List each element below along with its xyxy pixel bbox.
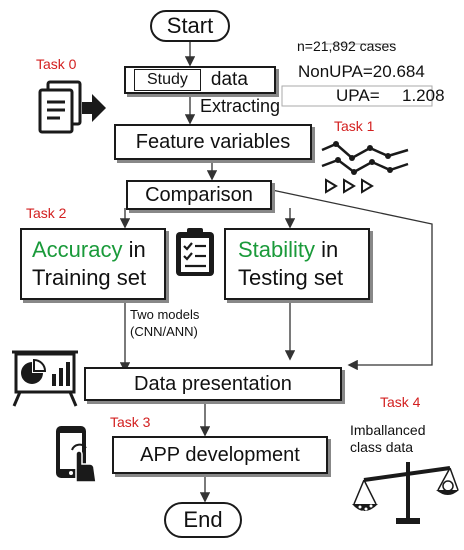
data-presentation-box: Data presentation	[84, 367, 342, 401]
end-node: End	[164, 502, 242, 538]
clipboard-checklist-icon	[176, 228, 214, 276]
end-label: End	[183, 507, 223, 532]
stability-in: in	[315, 237, 339, 262]
two-models-note: Two models (CNN/ANN)	[130, 306, 199, 340]
task-0-label: Task 0	[36, 56, 77, 72]
app-development-box: APP development	[112, 436, 328, 474]
stats-bracket	[281, 85, 433, 107]
start-label: Start	[166, 13, 214, 38]
training-set-label: Training set	[32, 265, 147, 290]
task-3-label: Task 3	[110, 414, 151, 430]
balance-scale-icon	[352, 462, 459, 524]
study-label: Study	[134, 69, 201, 91]
imbalance-line2: class data	[350, 439, 414, 455]
line-graph-arrows-icon	[321, 141, 409, 194]
presentation-board-icon	[12, 350, 78, 407]
feature-label: Feature variables	[135, 130, 291, 153]
study-data-box: Study data	[124, 66, 276, 94]
accuracy-word: Accuracy	[32, 237, 123, 262]
start-node: Start	[150, 10, 230, 42]
stats-n: n=21,892 cases	[297, 38, 397, 54]
arrow-comparison-bypass	[271, 189, 433, 371]
extracting-label: Extracting	[200, 96, 281, 116]
accuracy-training-box: Accuracy in Training set	[20, 228, 166, 300]
stability-word: Stability	[238, 237, 316, 262]
two-models-line1: Two models	[130, 307, 200, 322]
task-1-label: Task 1	[334, 118, 375, 134]
task-4-label: Task 4	[380, 394, 421, 410]
stability-testing-box: Stability in Testing set	[224, 228, 370, 300]
comparison-label: Comparison	[145, 183, 253, 206]
stats-upa-label: UPA=	[336, 86, 380, 105]
imbalance-line1: Imballanced	[350, 422, 426, 438]
feature-variables-box: Feature variables	[114, 124, 312, 160]
data-label: data	[210, 69, 248, 90]
testing-set-label: Testing set	[238, 265, 344, 290]
stats-upa-value: 1.208	[402, 86, 445, 105]
presentation-label: Data presentation	[134, 372, 292, 395]
task-2-label: Task 2	[26, 205, 67, 221]
comparison-box: Comparison	[126, 180, 272, 210]
accuracy-in: in	[122, 237, 146, 262]
document-copy-icon	[38, 80, 106, 134]
app-label: APP development	[140, 443, 300, 466]
stats-nonupa: NonUPA=20.684	[298, 62, 425, 81]
phone-touch-icon	[56, 426, 97, 483]
imbalance-note: Imballanced class data	[350, 422, 426, 456]
two-models-line2: (CNN/ANN)	[130, 324, 198, 339]
